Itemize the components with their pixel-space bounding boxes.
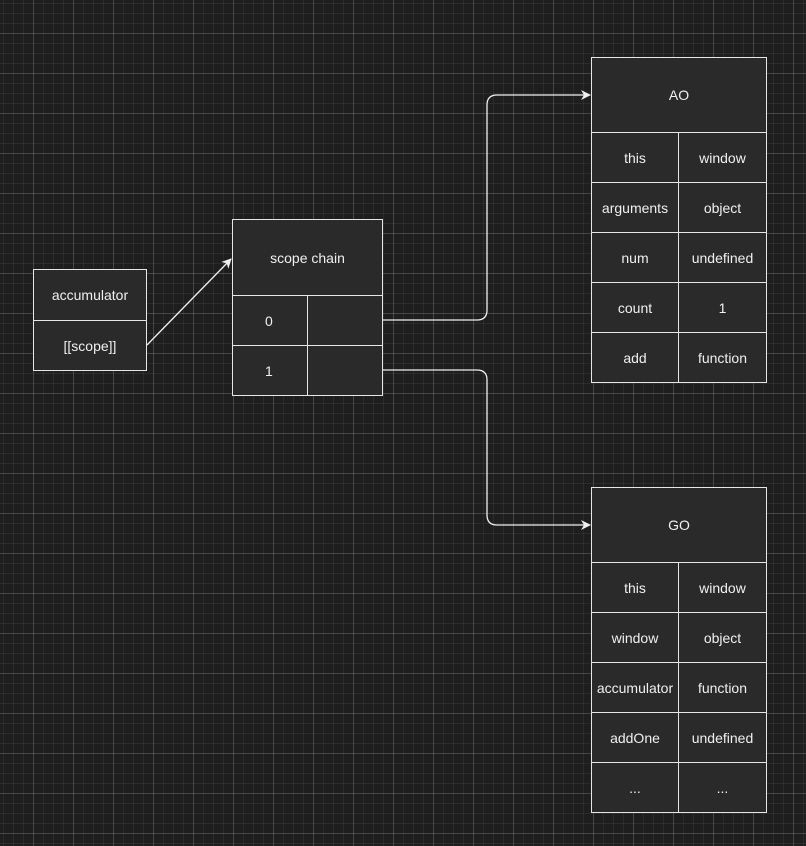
ao-value-num: undefined (691, 249, 754, 266)
ao-key-add: add (623, 349, 647, 366)
ao-key-count: count (617, 299, 653, 316)
ao-value-add: function (697, 349, 748, 366)
ao-key-num: num (621, 249, 649, 266)
scope-chain-index-0: 0 (265, 312, 273, 329)
ao-key-arguments: arguments (601, 199, 669, 216)
arrow-scope-to-scope-chain (146, 258, 232, 346)
go-row-divider (592, 762, 766, 763)
ao-value-arguments: object (703, 199, 742, 216)
go-title: GO (668, 517, 690, 533)
scope-chain-box[interactable]: scope chain 0 1 (232, 219, 383, 396)
go-key-accumulator: accumulator (596, 679, 674, 696)
ao-value-this: window (699, 149, 746, 166)
ao-box[interactable]: AO this window arguments object num unde… (591, 57, 767, 383)
accumulator-divider (34, 320, 146, 321)
scope-chain-column-divider (307, 295, 308, 395)
accumulator-title: accumulator (51, 287, 129, 303)
go-box[interactable]: GO this window window object accumulator… (591, 487, 767, 813)
go-key-addone: addOne (610, 729, 660, 746)
go-value-ellipsis: ... (716, 779, 729, 796)
ao-row-divider (592, 332, 766, 333)
go-key-ellipsis: ... (629, 779, 641, 796)
go-value-window: object (703, 629, 742, 646)
go-value-this: window (699, 579, 746, 596)
go-row-divider (592, 612, 766, 613)
ao-row-divider (592, 182, 766, 183)
scope-chain-title: scope chain (270, 249, 345, 266)
ao-row-divider (592, 282, 766, 283)
go-row-divider (592, 662, 766, 663)
arrow-slot-0-to-ao (383, 90, 591, 321)
scope-chain-slot-0 (308, 296, 382, 345)
go-column-divider (678, 562, 679, 812)
ao-header-divider (592, 132, 766, 133)
go-value-accumulator: function (697, 679, 748, 696)
ao-column-divider (678, 132, 679, 382)
go-key-window: window (611, 629, 659, 646)
ao-row-divider (592, 232, 766, 233)
go-value-addone: undefined (691, 729, 754, 746)
scope-chain-index-1: 1 (265, 362, 273, 379)
go-row-divider (592, 712, 766, 713)
scope-chain-slot-1 (308, 346, 382, 395)
arrow-slot-1-to-go (383, 369, 591, 530)
accumulator-box[interactable]: accumulator [[scope]] (33, 269, 147, 371)
go-key-this: this (624, 579, 646, 596)
ao-key-this: this (624, 149, 646, 166)
ao-value-count: 1 (718, 299, 727, 316)
accumulator-scope-cell: [[scope]] (63, 337, 117, 354)
ao-title: AO (668, 87, 690, 103)
go-header-divider (592, 562, 766, 563)
